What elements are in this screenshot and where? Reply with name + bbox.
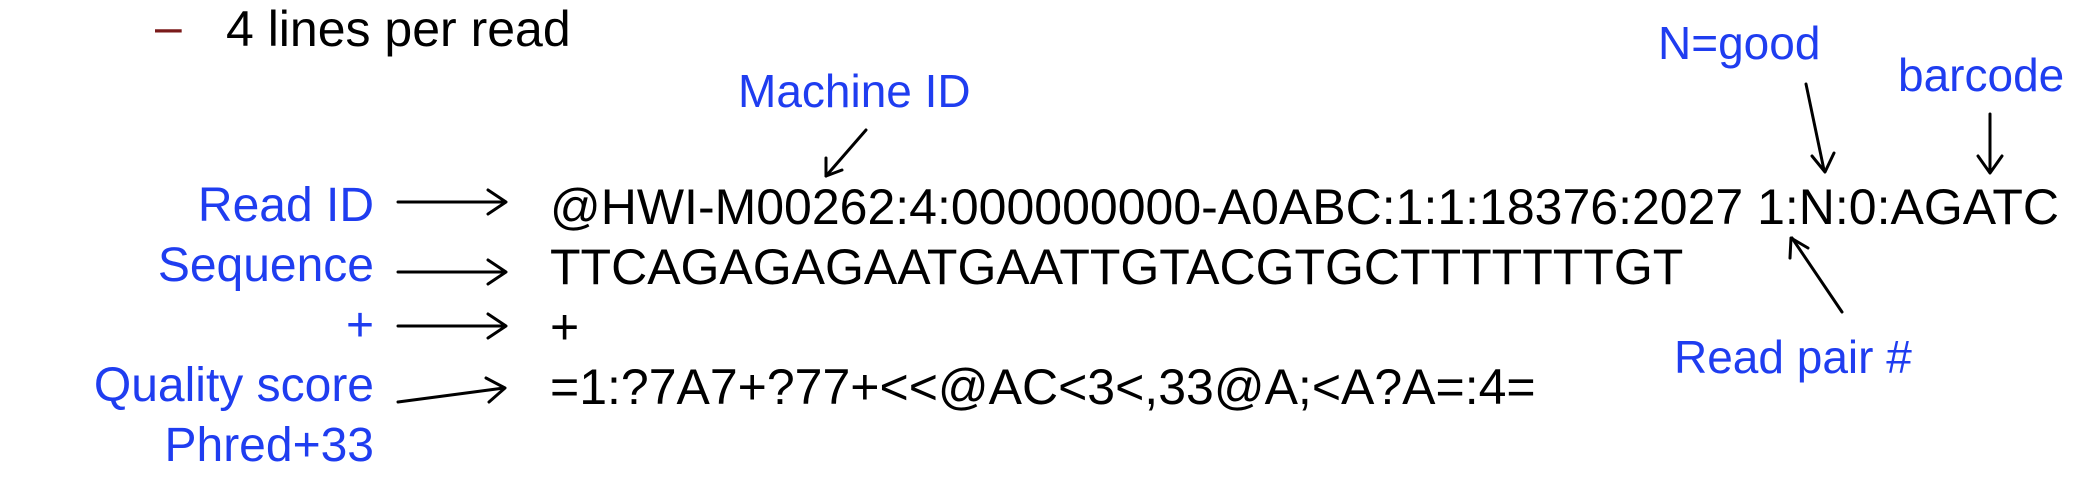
read-pair-label: Read pair #	[1674, 331, 1912, 383]
read-pair-arrow	[1788, 236, 1844, 314]
barcode-label: barcode	[1898, 49, 2065, 101]
read-id-label: Read ID	[197, 179, 374, 232]
bullet-text: 4 lines per read	[226, 1, 571, 57]
plus-arrow	[396, 312, 508, 340]
fastq-quality-line: =1:?7A7+?77+<<@AC<3<,33@A;<A?A=:4=	[550, 359, 1536, 415]
plus-label: +	[345, 299, 374, 352]
quality-score-label: Quality score	[93, 359, 374, 412]
bullet-dash: –	[155, 1, 182, 54]
fastq-header-line: @HWI-M00262:4:000000000-A0ABC:1:1:18376:…	[550, 179, 2060, 235]
phred-label: Phred+33	[164, 419, 374, 472]
barcode-arrow	[1976, 112, 2004, 175]
machine-id-label: Machine ID	[738, 65, 971, 117]
sequence-arrow	[396, 258, 508, 286]
read-id-arrow	[396, 188, 508, 216]
sequence-label: Sequence	[157, 239, 374, 292]
machine-id-arrow	[824, 128, 868, 178]
n-good-label: N=good	[1658, 17, 1821, 69]
fastq-sequence-line: TTCAGAGAGAATGAATTGTACGTGCTTTTTTTGT	[550, 239, 1684, 295]
quality-score-arrow	[396, 376, 507, 404]
fastq-plus-line: +	[550, 299, 580, 355]
n-good-arrow	[1804, 82, 1836, 174]
